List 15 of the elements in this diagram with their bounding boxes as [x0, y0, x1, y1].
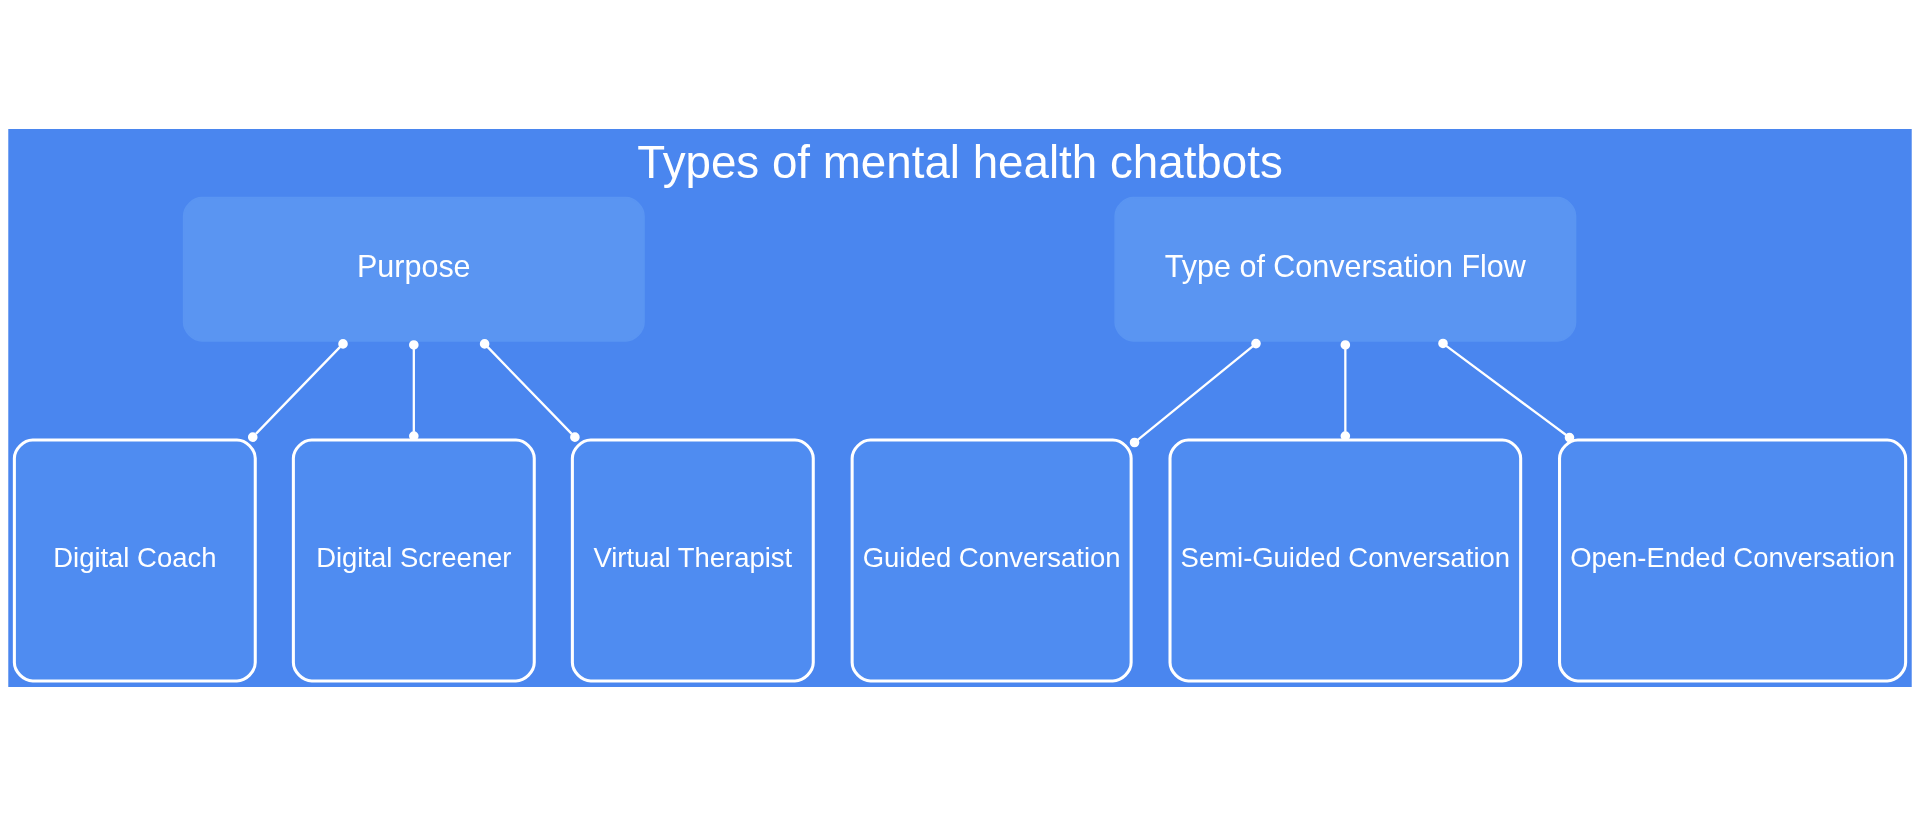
- node-box: Open-Ended Conversation: [1558, 438, 1908, 683]
- diagram-title: Types of mental health chatbots: [637, 136, 1283, 188]
- connector: [1129, 338, 1261, 448]
- node-box: Digital Screener: [291, 438, 536, 683]
- node-box: Guided Conversation: [850, 438, 1133, 683]
- connector: [409, 340, 419, 441]
- connector: [479, 339, 580, 442]
- node-box: Semi-Guided Conversation: [1168, 438, 1523, 683]
- connector: [1438, 338, 1575, 443]
- node-box: Type of Conversation Flow: [1114, 196, 1577, 342]
- connector: [247, 339, 348, 442]
- node-box: Digital Coach: [12, 438, 257, 683]
- node-box: Purpose: [182, 196, 645, 342]
- node-box: Virtual Therapist: [570, 438, 815, 683]
- connector: [1340, 340, 1351, 441]
